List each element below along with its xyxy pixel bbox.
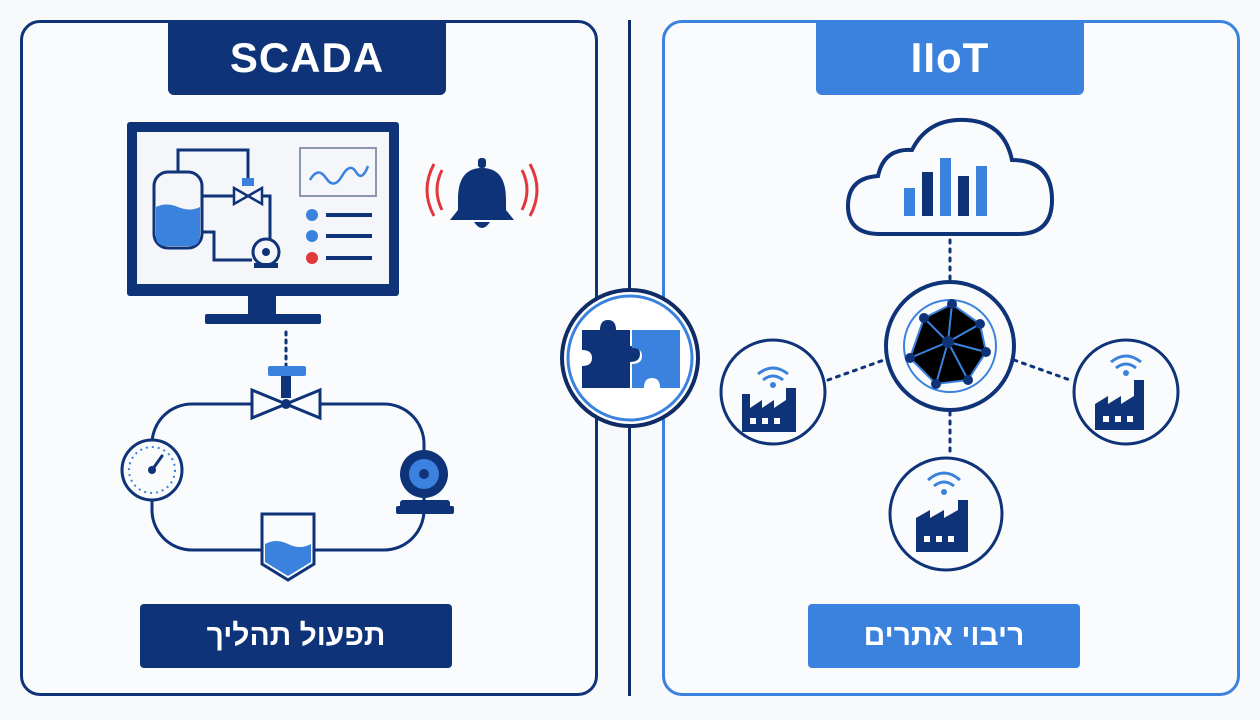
pump-icon — [396, 450, 454, 514]
factory-site-left-icon — [719, 338, 827, 446]
scada-caption: תפעול תהליך — [140, 604, 452, 668]
tank-icon — [260, 512, 316, 582]
iiot-title: IIoT — [816, 20, 1084, 95]
trend-chart-icon — [299, 147, 377, 197]
pressure-gauge-icon — [120, 438, 184, 502]
iiot-caption: ריבוי אתרים — [808, 604, 1080, 668]
status-list-icon — [306, 209, 372, 264]
factory-site-right-icon — [1072, 338, 1180, 446]
puzzle-icon — [560, 288, 700, 428]
mini-pump-icon — [251, 237, 281, 268]
mini-valve-icon — [232, 178, 264, 207]
alarm-bell-icon — [425, 158, 539, 228]
cloud-analytics-icon — [845, 117, 1055, 236]
valve-icon — [250, 366, 322, 421]
factory-site-bottom-icon — [888, 456, 1004, 572]
network-hub-icon — [884, 280, 1016, 412]
monitor-icon — [127, 122, 399, 324]
scada-title: SCADA — [168, 20, 446, 95]
